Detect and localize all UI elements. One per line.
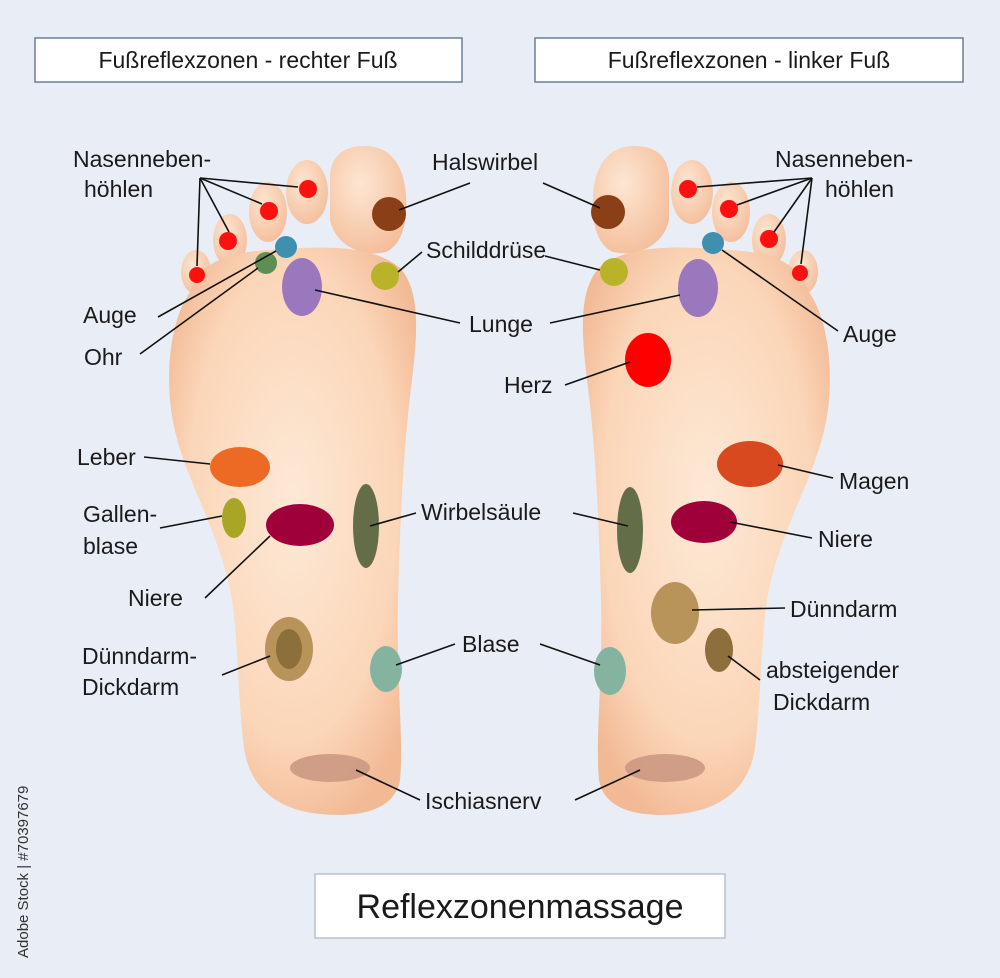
zone-stomach [717, 441, 783, 487]
zone-heart [625, 333, 671, 387]
zone-right-thyroid [371, 262, 399, 290]
watermark: Adobe Stock | #70397679 [15, 786, 32, 958]
main-title-box [314, 873, 726, 939]
zone-right-lung [282, 258, 322, 316]
labels: Nasenneben- höhlen Auge Ohr Leber Gallen… [73, 146, 913, 814]
label-left-eye: Auge [843, 321, 897, 347]
zone-right-ear [255, 252, 277, 274]
zone-left-lung [678, 259, 718, 317]
label-right-kidney: Niere [128, 585, 183, 611]
leader-lines [139, 177, 839, 801]
zone-right-sciatic [290, 754, 370, 782]
title-left-foot: Fußreflexzonen - linker Fuß [608, 47, 890, 73]
zone-left-kidney [671, 501, 737, 543]
zone-right-sinus-3 [260, 202, 278, 220]
zone-right-kidney [266, 504, 334, 546]
zone-left-thyroid [600, 258, 628, 286]
zone-left-sinus-3 [760, 230, 778, 248]
zone-left-eye [702, 232, 724, 254]
title-box-left-foot [534, 37, 964, 83]
label-gallbladder-line1: Gallen- [83, 501, 157, 527]
label-small-intestine: Dünndarm [790, 596, 897, 622]
label-intestine-line2: Dickdarm [82, 674, 179, 700]
label-right-eye: Auge [83, 302, 137, 328]
zone-right-sinus-4 [299, 180, 317, 198]
label-lung: Lunge [469, 311, 533, 337]
zone-right-eye [275, 236, 297, 258]
label-intestine-line1: Dünndarm- [82, 643, 197, 669]
zone-gallbladder [222, 498, 246, 538]
zone-left-sinus-1 [679, 180, 697, 198]
label-thyroid: Schilddrüse [426, 237, 546, 263]
main-title: Reflexzonenmassage [357, 888, 684, 926]
zone-left-cervical-spine [591, 195, 625, 229]
label-bladder: Blase [462, 631, 520, 657]
zone-small-intestine [651, 582, 699, 644]
zone-right-cervical-spine [372, 197, 406, 231]
label-descending-colon-line2: Dickdarm [773, 689, 870, 715]
label-right-sinus-line2: höhlen [84, 176, 153, 202]
title-right-foot: Fußreflexzonen - rechter Fuß [98, 47, 397, 73]
label-right-sinus-line1: Nasenneben- [73, 146, 211, 172]
label-left-sinus-line2: höhlen [825, 176, 894, 202]
zone-left-bladder [594, 647, 626, 695]
label-descending-colon-line1: absteigender [766, 657, 899, 683]
zone-left-sinus-2 [720, 200, 738, 218]
label-cervical-spine: Halswirbel [432, 149, 538, 175]
label-left-kidney: Niere [818, 526, 873, 552]
zone-right-bladder [370, 646, 402, 692]
label-ear: Ohr [84, 344, 123, 370]
zone-right-intestine-inner [276, 629, 302, 669]
title-box-right-foot [34, 37, 463, 83]
zone-liver [210, 447, 270, 487]
label-stomach: Magen [839, 468, 909, 494]
zone-descending-colon [705, 628, 733, 672]
label-liver: Leber [77, 444, 136, 470]
zone-left-sinus-4 [792, 265, 808, 281]
label-gallbladder-line2: blase [83, 533, 138, 559]
zone-left-spine [617, 487, 643, 573]
label-spine: Wirbelsäule [421, 499, 541, 525]
label-heart: Herz [504, 372, 553, 398]
zone-right-spine [353, 484, 379, 568]
zone-left-sciatic [625, 754, 705, 782]
zone-right-sinus-1 [189, 267, 205, 283]
label-sciatic-nerve: Ischiasnerv [425, 788, 542, 814]
label-left-sinus-line1: Nasenneben- [775, 146, 913, 172]
zone-right-sinus-2 [219, 232, 237, 250]
